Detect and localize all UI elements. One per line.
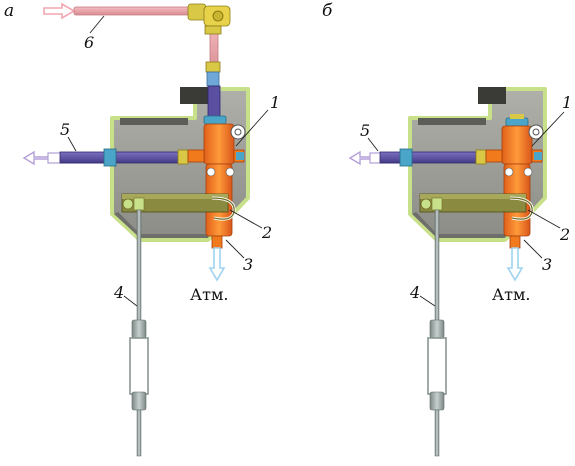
panel-b-letter: б bbox=[322, 1, 333, 21]
atm-label-b: Атм. bbox=[492, 285, 531, 304]
exhaust-arrow-icon-b bbox=[348, 150, 373, 166]
leader-2 bbox=[229, 209, 263, 229]
exhaust-pipe-5-b bbox=[348, 148, 487, 167]
leader-3-b bbox=[523, 239, 543, 259]
leader-4 bbox=[123, 295, 138, 307]
lever-2-b bbox=[419, 193, 534, 221]
rod-4-b bbox=[427, 197, 447, 457]
lever-2 bbox=[121, 193, 236, 221]
exhaust-arrow-icon bbox=[22, 150, 49, 166]
atm-outlet-3-b bbox=[506, 235, 524, 282]
inlet-arrow-icon bbox=[43, 2, 76, 20]
callout-1: 1 bbox=[270, 93, 280, 112]
callout-4: 4 bbox=[113, 283, 124, 302]
callout-4-b: 4 bbox=[409, 283, 420, 302]
callout-6: 6 bbox=[84, 33, 94, 52]
callout-2-b: 2 bbox=[559, 225, 570, 244]
atm-arrow-icon bbox=[208, 247, 226, 282]
callout-3: 3 bbox=[243, 255, 253, 274]
callout-1-b: 1 bbox=[562, 93, 572, 112]
panel-a: а 6 bbox=[4, 1, 280, 457]
callout-5: 5 bbox=[60, 120, 70, 139]
supply-pipe-6 bbox=[43, 2, 231, 87]
callout-2: 2 bbox=[261, 223, 272, 242]
callout-5-b: 5 bbox=[360, 121, 370, 140]
atm-label-a: Атм. bbox=[190, 285, 229, 304]
leader-4-b bbox=[419, 295, 436, 307]
leader-1 bbox=[235, 109, 269, 147]
atm-arrow-icon-b bbox=[506, 247, 524, 282]
leader-5-b bbox=[367, 137, 379, 152]
panel-a-letter: а bbox=[4, 1, 14, 21]
callout-3-b: 3 bbox=[542, 255, 552, 274]
leader-3 bbox=[225, 239, 245, 259]
panel-b: б 5 bbox=[322, 1, 572, 457]
atm-outlet-3 bbox=[208, 235, 226, 282]
leader-5 bbox=[67, 136, 77, 152]
leader-2-b bbox=[527, 209, 561, 229]
leader-6 bbox=[89, 15, 105, 34]
exhaust-pipe-5 bbox=[22, 148, 189, 167]
leader-1-b bbox=[531, 111, 565, 147]
rod-4 bbox=[129, 197, 149, 457]
